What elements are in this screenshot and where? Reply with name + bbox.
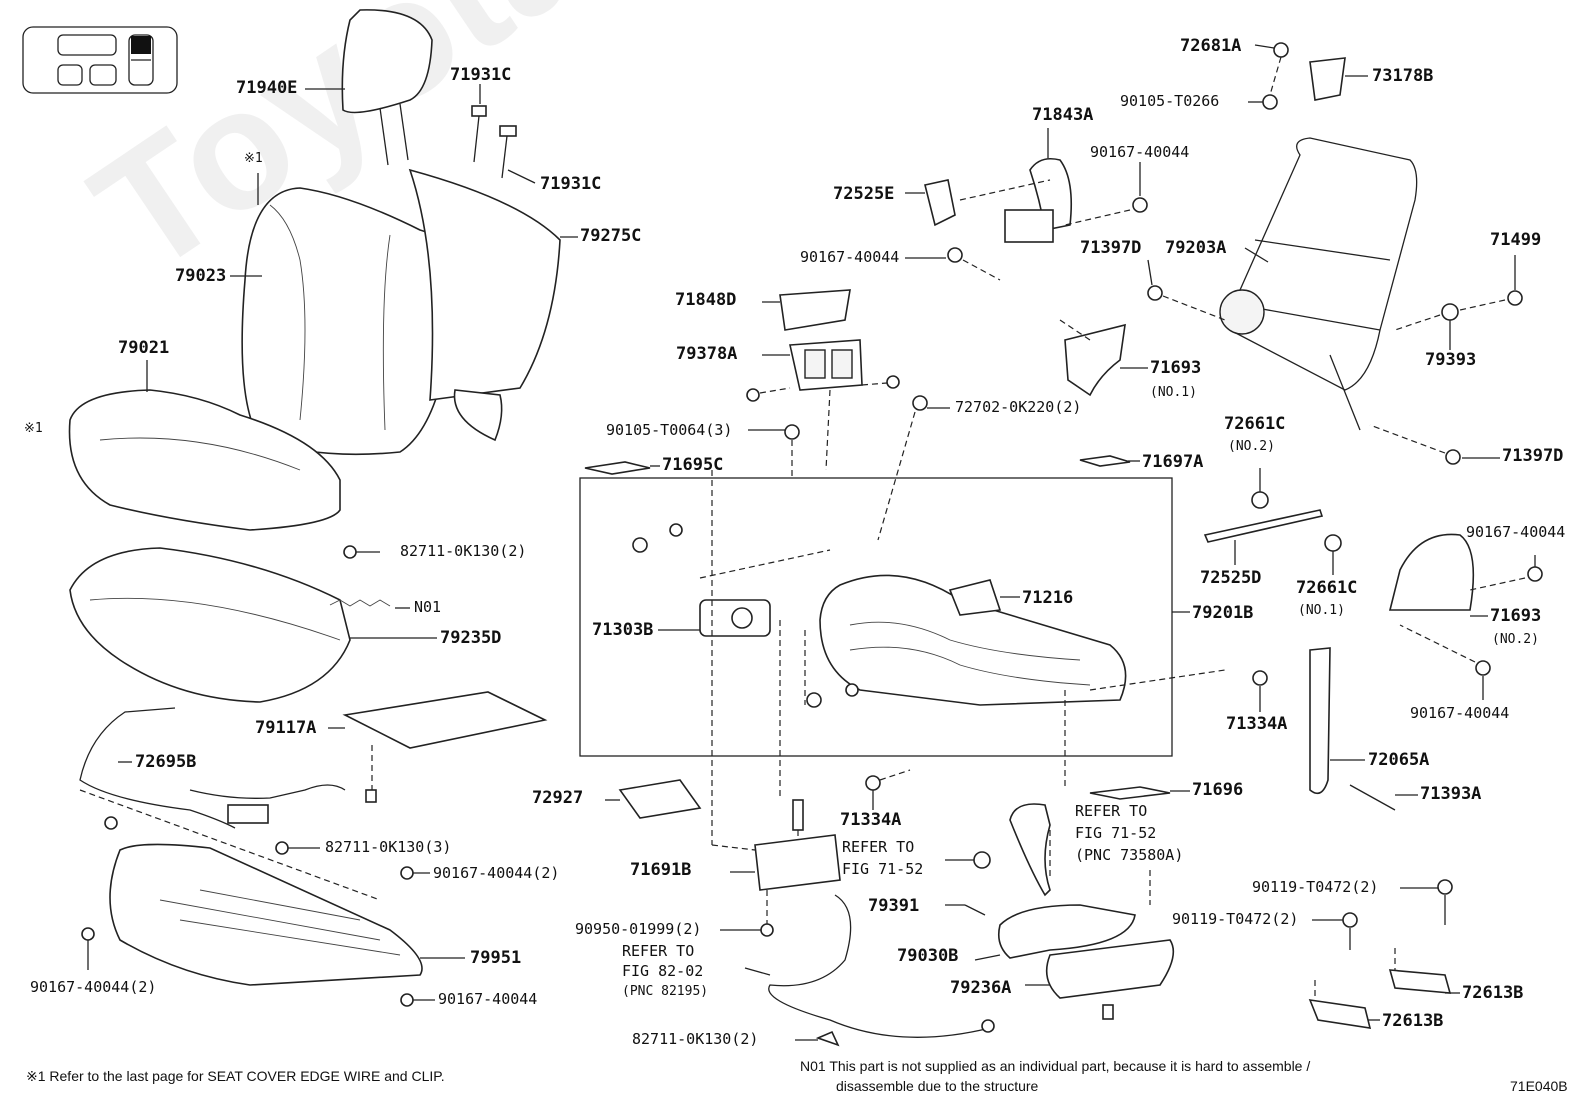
part-label-71931C-b[interactable]: 71931C xyxy=(540,174,602,194)
part-label-71691B[interactable]: 71691B xyxy=(630,860,692,880)
part-label-90105-T0266[interactable]: 90105-T0266 xyxy=(1120,92,1220,110)
part-label-90167-40044-a[interactable]: 90167-40044 xyxy=(438,990,538,1008)
part-label-71393A[interactable]: 71393A xyxy=(1420,784,1482,804)
part-label-72065A[interactable]: 72065A xyxy=(1368,750,1430,770)
part-label-71303B[interactable]: 71303B xyxy=(592,620,654,640)
part-label-79275C[interactable]: 79275C xyxy=(580,226,642,246)
part-label-71940E[interactable]: 71940E xyxy=(236,78,298,98)
part-label-79030B[interactable]: 79030B xyxy=(897,946,959,966)
part-label-71843A[interactable]: 71843A xyxy=(1032,105,1094,125)
part-label-82711-0K130-2a[interactable]: 82711-0K130(2) xyxy=(400,542,527,560)
part-label-71696[interactable]: 71696 xyxy=(1192,780,1244,800)
part-label-71334A-b[interactable]: 71334A xyxy=(840,810,902,830)
note-mark-1b: ※1 xyxy=(24,421,43,436)
part-label-82711-0K130-2b[interactable]: 82711-0K130(2) xyxy=(632,1030,759,1048)
part-note-72661C-no1: (NO.1) xyxy=(1298,603,1345,618)
part-label-71695C[interactable]: 71695C xyxy=(662,455,724,475)
refer-fig-71-52-a-line1[interactable]: REFER TO xyxy=(842,838,915,856)
part-label-79201B[interactable]: 79201B xyxy=(1192,603,1254,623)
part-label-71397D-a[interactable]: 71397D xyxy=(1080,238,1142,258)
refer-fig-71-52-b-line1[interactable]: REFER TO xyxy=(1075,802,1148,820)
note-mark-1a: ※1 xyxy=(244,151,263,166)
part-label-90950-01999-2[interactable]: 90950-01999(2) xyxy=(575,920,702,938)
part-label-71693-no1[interactable]: 71693 xyxy=(1150,358,1202,378)
figure-id: 71E040B xyxy=(1510,1078,1568,1094)
part-label-72927[interactable]: 72927 xyxy=(532,788,584,808)
part-label-90105-T0064-3[interactable]: 90105-T0064(3) xyxy=(606,421,733,439)
part-label-71693-no2[interactable]: 71693 xyxy=(1490,606,1542,626)
bolt-shapes xyxy=(81,545,414,1007)
part-label-71397D-b[interactable]: 71397D xyxy=(1502,446,1564,466)
part-label-90167-40044-b[interactable]: 90167-40044 xyxy=(1090,143,1190,161)
part-note-71693-no2: (NO.2) xyxy=(1492,632,1539,647)
part-label-82711-0K130-3[interactable]: 82711-0K130(3) xyxy=(325,838,452,856)
refer-fig-71-52-b-line2[interactable]: FIG 71-52 xyxy=(1075,824,1157,842)
part-label-73178B[interactable]: 73178B xyxy=(1372,66,1434,86)
part-label-90167-40044-2b[interactable]: 90167-40044(2) xyxy=(30,978,157,996)
frame-assembly-box xyxy=(579,477,1173,757)
footnote-n01-line2: disassemble due to the structure xyxy=(836,1078,1039,1094)
part-label-79021[interactable]: 79021 xyxy=(118,338,170,358)
part-label-90167-40044-e[interactable]: 90167-40044 xyxy=(1410,704,1510,722)
footnote-n01-line1: N01 This part is not supplied as an indi… xyxy=(800,1058,1311,1074)
part-label-71334A-a[interactable]: 71334A xyxy=(1226,714,1288,734)
part-label-90119-T0472-2a[interactable]: 90119-T0472(2) xyxy=(1252,878,1379,896)
part-label-71499[interactable]: 71499 xyxy=(1490,230,1542,250)
refer-fig-71-52-a-line2[interactable]: FIG 71-52 xyxy=(842,860,924,878)
part-label-72695B[interactable]: 72695B xyxy=(135,752,197,772)
seat-position-icon xyxy=(22,26,178,94)
part-label-72525D[interactable]: 72525D xyxy=(1200,568,1262,588)
part-label-72661C-no1[interactable]: 72661C xyxy=(1296,578,1358,598)
part-label-90119-T0472-2b[interactable]: 90119-T0472(2) xyxy=(1172,910,1299,928)
part-label-79236A[interactable]: 79236A xyxy=(950,978,1012,998)
part-label-72613B-b[interactable]: 72613B xyxy=(1382,1011,1444,1031)
part-label-90167-40044-c[interactable]: 90167-40044 xyxy=(800,248,900,266)
part-label-90167-40044-d[interactable]: 90167-40044 xyxy=(1466,523,1566,541)
part-label-71848D[interactable]: 71848D xyxy=(675,290,737,310)
part-label-79951[interactable]: 79951 xyxy=(470,948,522,968)
part-label-N01[interactable]: N01 xyxy=(414,598,442,616)
part-note-72661C-no2: (NO.2) xyxy=(1228,439,1275,454)
refer-fig-82-02-line2[interactable]: FIG 82-02 xyxy=(622,962,704,980)
part-note-71693-no1: (NO.1) xyxy=(1150,385,1197,400)
part-label-72661C-no2[interactable]: 72661C xyxy=(1224,414,1286,434)
part-label-79391[interactable]: 79391 xyxy=(868,896,920,916)
part-label-79378A[interactable]: 79378A xyxy=(676,344,738,364)
refer-fig-82-02-line3[interactable]: (PNC 82195) xyxy=(622,984,709,999)
footnote-edge-wire: ※1 Refer to the last page for SEAT COVER… xyxy=(26,1068,445,1084)
part-label-79117A[interactable]: 79117A xyxy=(255,718,317,738)
headrest-shape xyxy=(341,9,433,166)
refer-fig-71-52-b-line3[interactable]: (PNC 73580A) xyxy=(1075,846,1184,864)
part-label-72681A[interactable]: 72681A xyxy=(1180,36,1242,56)
part-label-72525E[interactable]: 72525E xyxy=(833,184,895,204)
part-label-72613B-a[interactable]: 72613B xyxy=(1462,983,1524,1003)
part-label-79235D[interactable]: 79235D xyxy=(440,628,502,648)
part-label-79393[interactable]: 79393 xyxy=(1425,350,1477,370)
part-label-72702-0K220-2[interactable]: 72702-0K220(2) xyxy=(955,398,1082,416)
part-label-71697A[interactable]: 71697A xyxy=(1142,452,1204,472)
part-label-79023[interactable]: 79023 xyxy=(175,266,227,286)
part-label-79203A[interactable]: 79203A xyxy=(1165,238,1227,258)
part-label-71931C-a[interactable]: 71931C xyxy=(450,65,512,85)
headrest-guide-shapes xyxy=(471,105,517,179)
refer-fig-82-02-line1[interactable]: REFER TO xyxy=(622,942,695,960)
part-label-90167-40044-2a[interactable]: 90167-40044(2) xyxy=(433,864,560,882)
part-label-71216[interactable]: 71216 xyxy=(1022,588,1074,608)
